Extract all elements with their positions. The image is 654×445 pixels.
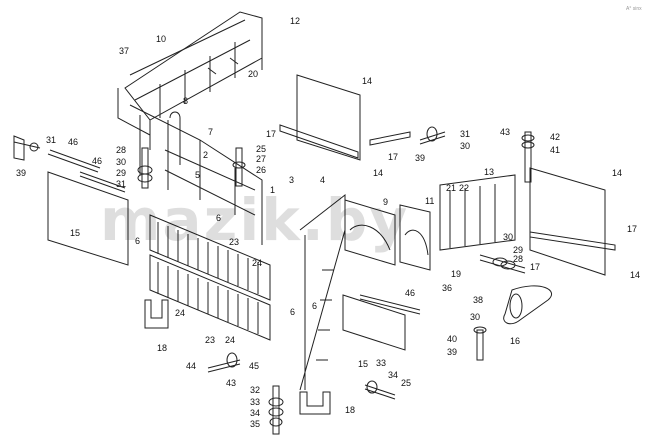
callout-20: 20	[248, 69, 258, 79]
callout-22: 22	[459, 183, 469, 193]
callout-39: 39	[16, 168, 26, 178]
callout-31: 31	[460, 129, 470, 139]
callout-14: 14	[612, 168, 622, 178]
callout-26: 26	[256, 165, 266, 175]
callout-46: 46	[92, 156, 102, 166]
callout-40: 40	[447, 334, 457, 344]
callout-38: 38	[473, 295, 483, 305]
callout-44: 44	[186, 361, 196, 371]
callout-6: 6	[290, 307, 295, 317]
callout-29: 29	[513, 245, 523, 255]
callout-19: 19	[451, 269, 461, 279]
callout-34: 34	[388, 370, 398, 380]
callout-33: 33	[250, 397, 260, 407]
callout-23: 23	[205, 335, 215, 345]
callout-labels: 12 10 37 20 8 7 2 5 1 3 4 9 11 13 14 14 …	[16, 16, 640, 429]
drawing-lines	[13, 11, 616, 435]
callout-17: 17	[627, 224, 637, 234]
callout-28: 28	[513, 254, 523, 264]
callout-42: 42	[550, 132, 560, 142]
callout-6: 6	[216, 213, 221, 223]
callout-30: 30	[470, 312, 480, 322]
callout-43: 43	[226, 378, 236, 388]
callout-30: 30	[503, 232, 513, 242]
callout-18: 18	[345, 405, 355, 415]
callout-13: 13	[484, 167, 494, 177]
callout-23: 23	[229, 237, 239, 247]
callout-24: 24	[225, 335, 235, 345]
callout-18: 18	[157, 343, 167, 353]
callout-15: 15	[70, 228, 80, 238]
callout-4: 4	[320, 175, 325, 185]
callout-12: 12	[290, 16, 300, 26]
callout-46: 46	[405, 288, 415, 298]
callout-35: 35	[250, 419, 260, 429]
callout-7: 7	[208, 127, 213, 137]
callout-14: 14	[630, 270, 640, 280]
callout-36: 36	[442, 283, 452, 293]
callout-29: 29	[116, 168, 126, 178]
callout-17: 17	[530, 262, 540, 272]
callout-31: 31	[46, 135, 56, 145]
callout-28: 28	[116, 145, 126, 155]
callout-43: 43	[500, 127, 510, 137]
callout-34: 34	[250, 408, 260, 418]
callout-41: 41	[550, 145, 560, 155]
callout-45: 45	[249, 361, 259, 371]
callout-39: 39	[415, 153, 425, 163]
callout-25: 25	[256, 144, 266, 154]
callout-2: 2	[203, 150, 208, 160]
callout-6: 6	[312, 301, 317, 311]
callout-5: 5	[195, 170, 200, 180]
watermark: mazik.by	[100, 186, 409, 254]
callout-21: 21	[446, 183, 456, 193]
callout-17: 17	[266, 129, 276, 139]
callout-30: 30	[116, 157, 126, 167]
callout-33: 33	[376, 358, 386, 368]
callout-17: 17	[388, 152, 398, 162]
callout-8: 8	[183, 96, 188, 106]
callout-39: 39	[447, 347, 457, 357]
callout-1: 1	[270, 185, 275, 195]
callout-10: 10	[156, 34, 166, 44]
callout-9: 9	[383, 197, 388, 207]
callout-32: 32	[250, 385, 260, 395]
callout-31: 31	[116, 179, 126, 189]
callout-46: 46	[68, 137, 78, 147]
callout-15: 15	[358, 359, 368, 369]
corner-mark: A° sinx	[626, 6, 642, 12]
callout-27: 27	[256, 154, 266, 164]
callout-6: 6	[135, 236, 140, 246]
callout-3: 3	[289, 175, 294, 185]
callout-14: 14	[373, 168, 383, 178]
callout-25: 25	[401, 378, 411, 388]
callout-37: 37	[119, 46, 129, 56]
callout-24: 24	[175, 308, 185, 318]
callout-30: 30	[460, 141, 470, 151]
callout-16: 16	[510, 336, 520, 346]
callout-11: 11	[425, 196, 434, 206]
callout-14: 14	[362, 76, 372, 86]
callout-24: 24	[252, 258, 262, 268]
